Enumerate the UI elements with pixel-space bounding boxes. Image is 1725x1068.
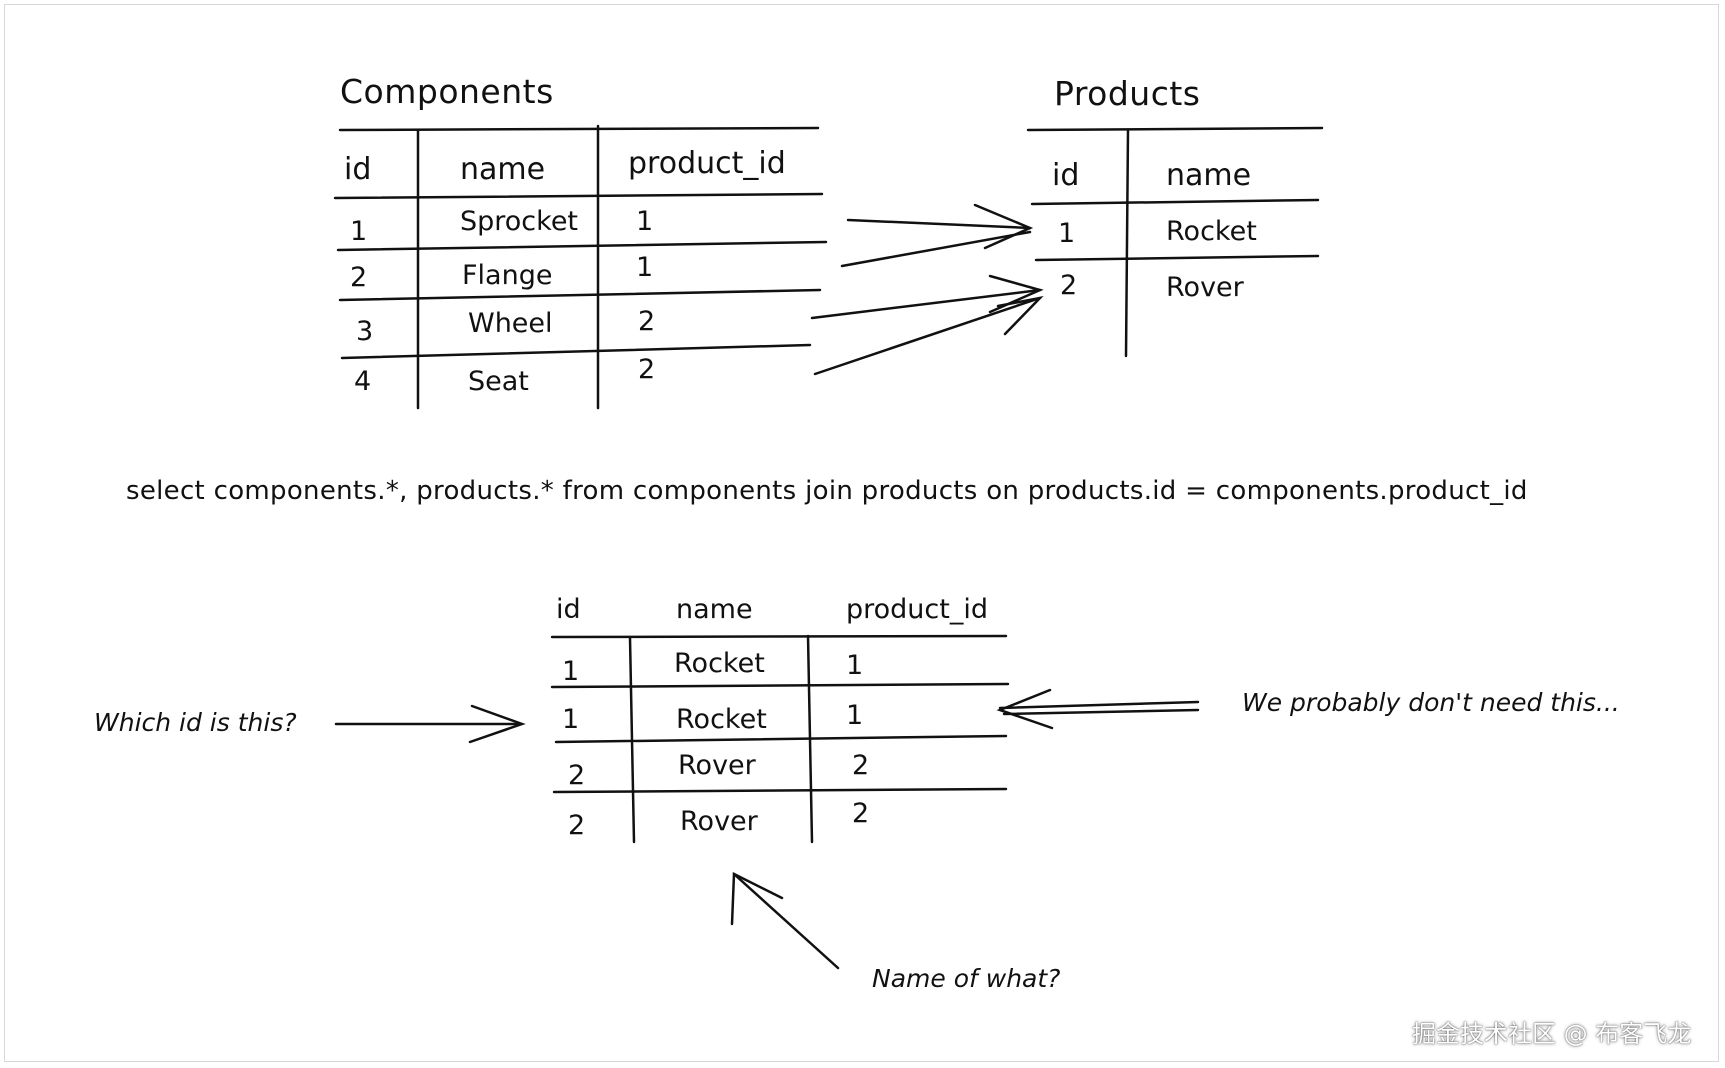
products-cell: Rocket <box>1166 216 1257 247</box>
components-cell: Flange <box>462 260 553 291</box>
components-cell: 1 <box>636 206 654 237</box>
fk-arrow-line <box>810 288 1042 320</box>
result-header-product-id: product_id <box>846 594 988 625</box>
fk-arrow-line <box>846 218 1032 230</box>
components-cell: 2 <box>638 354 656 385</box>
note-which-id: Which id is this? <box>94 708 297 737</box>
result-cell: 2 <box>568 810 586 841</box>
which-id-arrow-head <box>468 704 526 744</box>
result-row-rule <box>550 682 1010 689</box>
result-cell: 1 <box>846 650 864 681</box>
result-row-rule <box>552 787 1008 794</box>
watermark: 掘金技术社区 @ 布客飞龙 <box>1412 1020 1692 1048</box>
result-cell: 2 <box>568 760 586 791</box>
components-cell: Wheel <box>468 308 553 339</box>
components-header-rule <box>333 192 824 200</box>
components-top-rule <box>338 126 820 132</box>
fk-arrow-line <box>840 230 1032 268</box>
components-header-name: name <box>460 152 546 187</box>
components-row-rule <box>338 288 822 302</box>
products-col-rule <box>1124 128 1130 358</box>
dont-need-arrow-line <box>998 700 1200 710</box>
products-cell: Rover <box>1166 272 1244 303</box>
result-col-rule <box>628 636 636 844</box>
components-cell: Seat <box>468 366 529 397</box>
products-header-name: name <box>1166 158 1252 193</box>
note-dont-need: We probably don't need this... <box>1242 688 1620 717</box>
products-row-rule <box>1034 254 1320 262</box>
result-cell: Rocket <box>674 648 765 679</box>
result-row-rule <box>554 734 1008 744</box>
products-top-rule <box>1026 126 1324 132</box>
result-cell: 1 <box>846 700 864 731</box>
products-header-rule <box>1030 198 1320 206</box>
dont-need-arrow-head <box>996 688 1054 730</box>
result-cell: 1 <box>562 704 580 735</box>
result-cell: 2 <box>852 798 870 829</box>
components-title: Components <box>340 72 554 111</box>
result-cell: Rover <box>678 750 756 781</box>
components-cell: 4 <box>354 366 372 397</box>
products-title: Products <box>1054 74 1201 113</box>
name-of-what-arrow-head <box>730 872 784 926</box>
result-header-id: id <box>556 594 581 625</box>
products-cell: 2 <box>1060 270 1078 301</box>
fk-arrow-head <box>973 203 1034 250</box>
fk-arrow-line <box>813 296 1042 376</box>
components-header-id: id <box>344 152 372 187</box>
sql-query: select components.*, products.* from com… <box>126 476 1528 506</box>
components-cell: 3 <box>356 316 374 347</box>
components-row-rule <box>336 240 828 252</box>
result-cell: 1 <box>562 656 580 687</box>
components-cell: 1 <box>350 216 368 247</box>
name-of-what-arrow-line <box>732 872 840 970</box>
products-cell: 1 <box>1058 218 1076 249</box>
components-cell: 2 <box>350 262 368 293</box>
components-cell: 1 <box>636 252 654 283</box>
components-row-rule <box>340 343 812 360</box>
products-header-id: id <box>1052 158 1080 193</box>
dont-need-arrow-line <box>1002 708 1200 716</box>
result-cell: 2 <box>852 750 870 781</box>
components-cell: Sprocket <box>460 206 579 237</box>
result-col-rule <box>806 634 814 844</box>
components-header-product-id: product_id <box>628 146 786 181</box>
result-header-name: name <box>676 594 753 625</box>
result-cell: Rocket <box>676 704 767 735</box>
note-name-of-what: Name of what? <box>872 964 1061 993</box>
result-header-rule <box>550 634 1008 639</box>
canvas-frame <box>4 4 1719 1062</box>
components-cell: 2 <box>638 306 656 337</box>
result-cell: Rover <box>680 806 758 837</box>
fk-arrow-head <box>996 296 1044 336</box>
